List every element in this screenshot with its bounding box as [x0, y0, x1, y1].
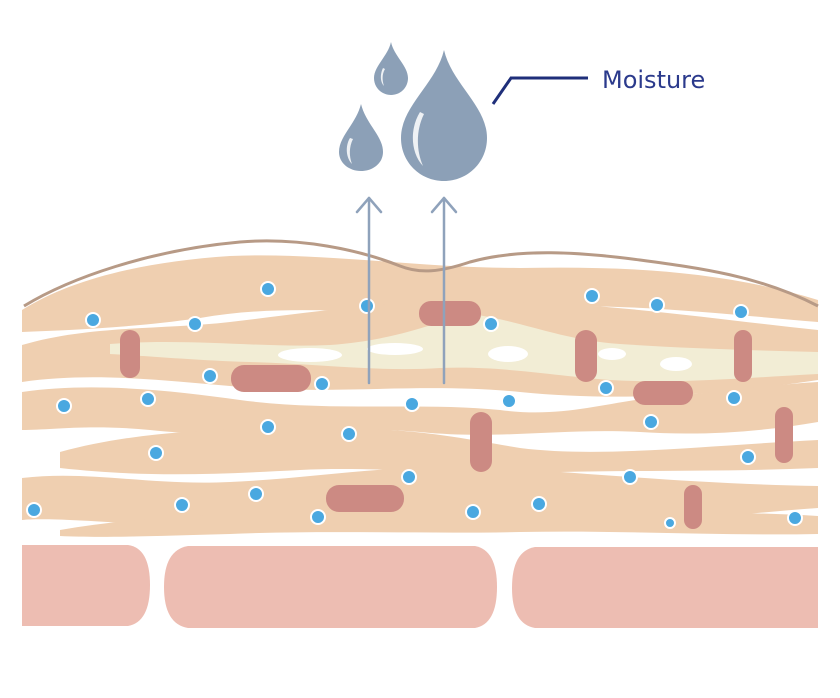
water-molecule-icon — [531, 496, 547, 512]
lower-skin-layer — [22, 545, 818, 628]
protein-rod — [633, 381, 693, 405]
protein-rod — [775, 407, 793, 463]
lower-block-left — [22, 545, 150, 626]
water-molecule-icon — [483, 316, 499, 332]
protein-rod — [120, 330, 140, 378]
moisture-callout-line — [491, 76, 588, 105]
water-droplet-icon — [374, 42, 408, 95]
water-molecule-icon — [733, 304, 749, 320]
water-molecule-icon — [740, 449, 756, 465]
water-molecule-icon — [401, 469, 417, 485]
water-molecule-icon — [310, 509, 326, 525]
lower-block-right — [512, 547, 818, 628]
lipid-band — [110, 314, 818, 382]
skin-band-1 — [22, 255, 818, 332]
water-molecule-icon — [56, 398, 72, 414]
lipid-gap — [278, 348, 342, 362]
protein-rod — [734, 330, 752, 382]
protein-rod — [470, 412, 492, 472]
up-arrow-icon — [430, 196, 458, 385]
lipid-gap — [367, 343, 423, 355]
water-molecule-icon — [187, 316, 203, 332]
moisture-droplets — [339, 42, 487, 181]
skin-band-4 — [60, 428, 818, 475]
protein-rod — [684, 485, 702, 529]
skin-band-5 — [22, 466, 818, 526]
lipid-gap — [598, 348, 626, 360]
water-molecules — [26, 281, 803, 529]
water-molecule-icon — [314, 376, 330, 392]
protein-rod — [575, 330, 597, 382]
water-molecule-icon — [664, 517, 676, 529]
lower-block-middle — [164, 546, 497, 628]
protein-rod — [326, 485, 404, 512]
water-molecule-icon — [726, 390, 742, 406]
water-molecule-icon — [787, 510, 803, 526]
skin-surface-line — [23, 239, 819, 308]
lipid-gap — [660, 357, 692, 371]
water-molecule-icon — [404, 396, 420, 412]
moisture-label: Moisture — [602, 66, 705, 94]
lipid-gap — [488, 346, 528, 362]
water-molecule-icon — [260, 419, 276, 435]
evaporation-arrows — [355, 196, 458, 385]
skin-band-3 — [22, 382, 818, 435]
water-molecule-icon — [598, 380, 614, 396]
water-molecule-icon — [26, 502, 42, 518]
water-molecule-icon — [501, 393, 517, 409]
skin-band-6 — [60, 506, 818, 537]
water-molecule-icon — [85, 312, 101, 328]
water-droplet-icon — [401, 50, 487, 181]
water-molecule-icon — [248, 486, 264, 502]
protein-rod — [419, 301, 481, 326]
up-arrow-icon — [355, 196, 383, 385]
water-molecule-icon — [202, 368, 218, 384]
water-molecule-icon — [359, 298, 375, 314]
water-molecule-icon — [643, 414, 659, 430]
protein-rods — [120, 301, 793, 529]
water-molecule-icon — [465, 504, 481, 520]
water-molecule-icon — [584, 288, 600, 304]
water-molecule-icon — [148, 445, 164, 461]
water-molecule-icon — [174, 497, 190, 513]
protein-rod — [231, 365, 311, 392]
water-molecule-icon — [649, 297, 665, 313]
water-molecule-icon — [140, 391, 156, 407]
water-droplet-icon — [339, 104, 383, 171]
water-molecule-icon — [622, 469, 638, 485]
lipid-layer — [110, 314, 818, 382]
water-molecule-icon — [260, 281, 276, 297]
water-molecule-icon — [341, 426, 357, 442]
